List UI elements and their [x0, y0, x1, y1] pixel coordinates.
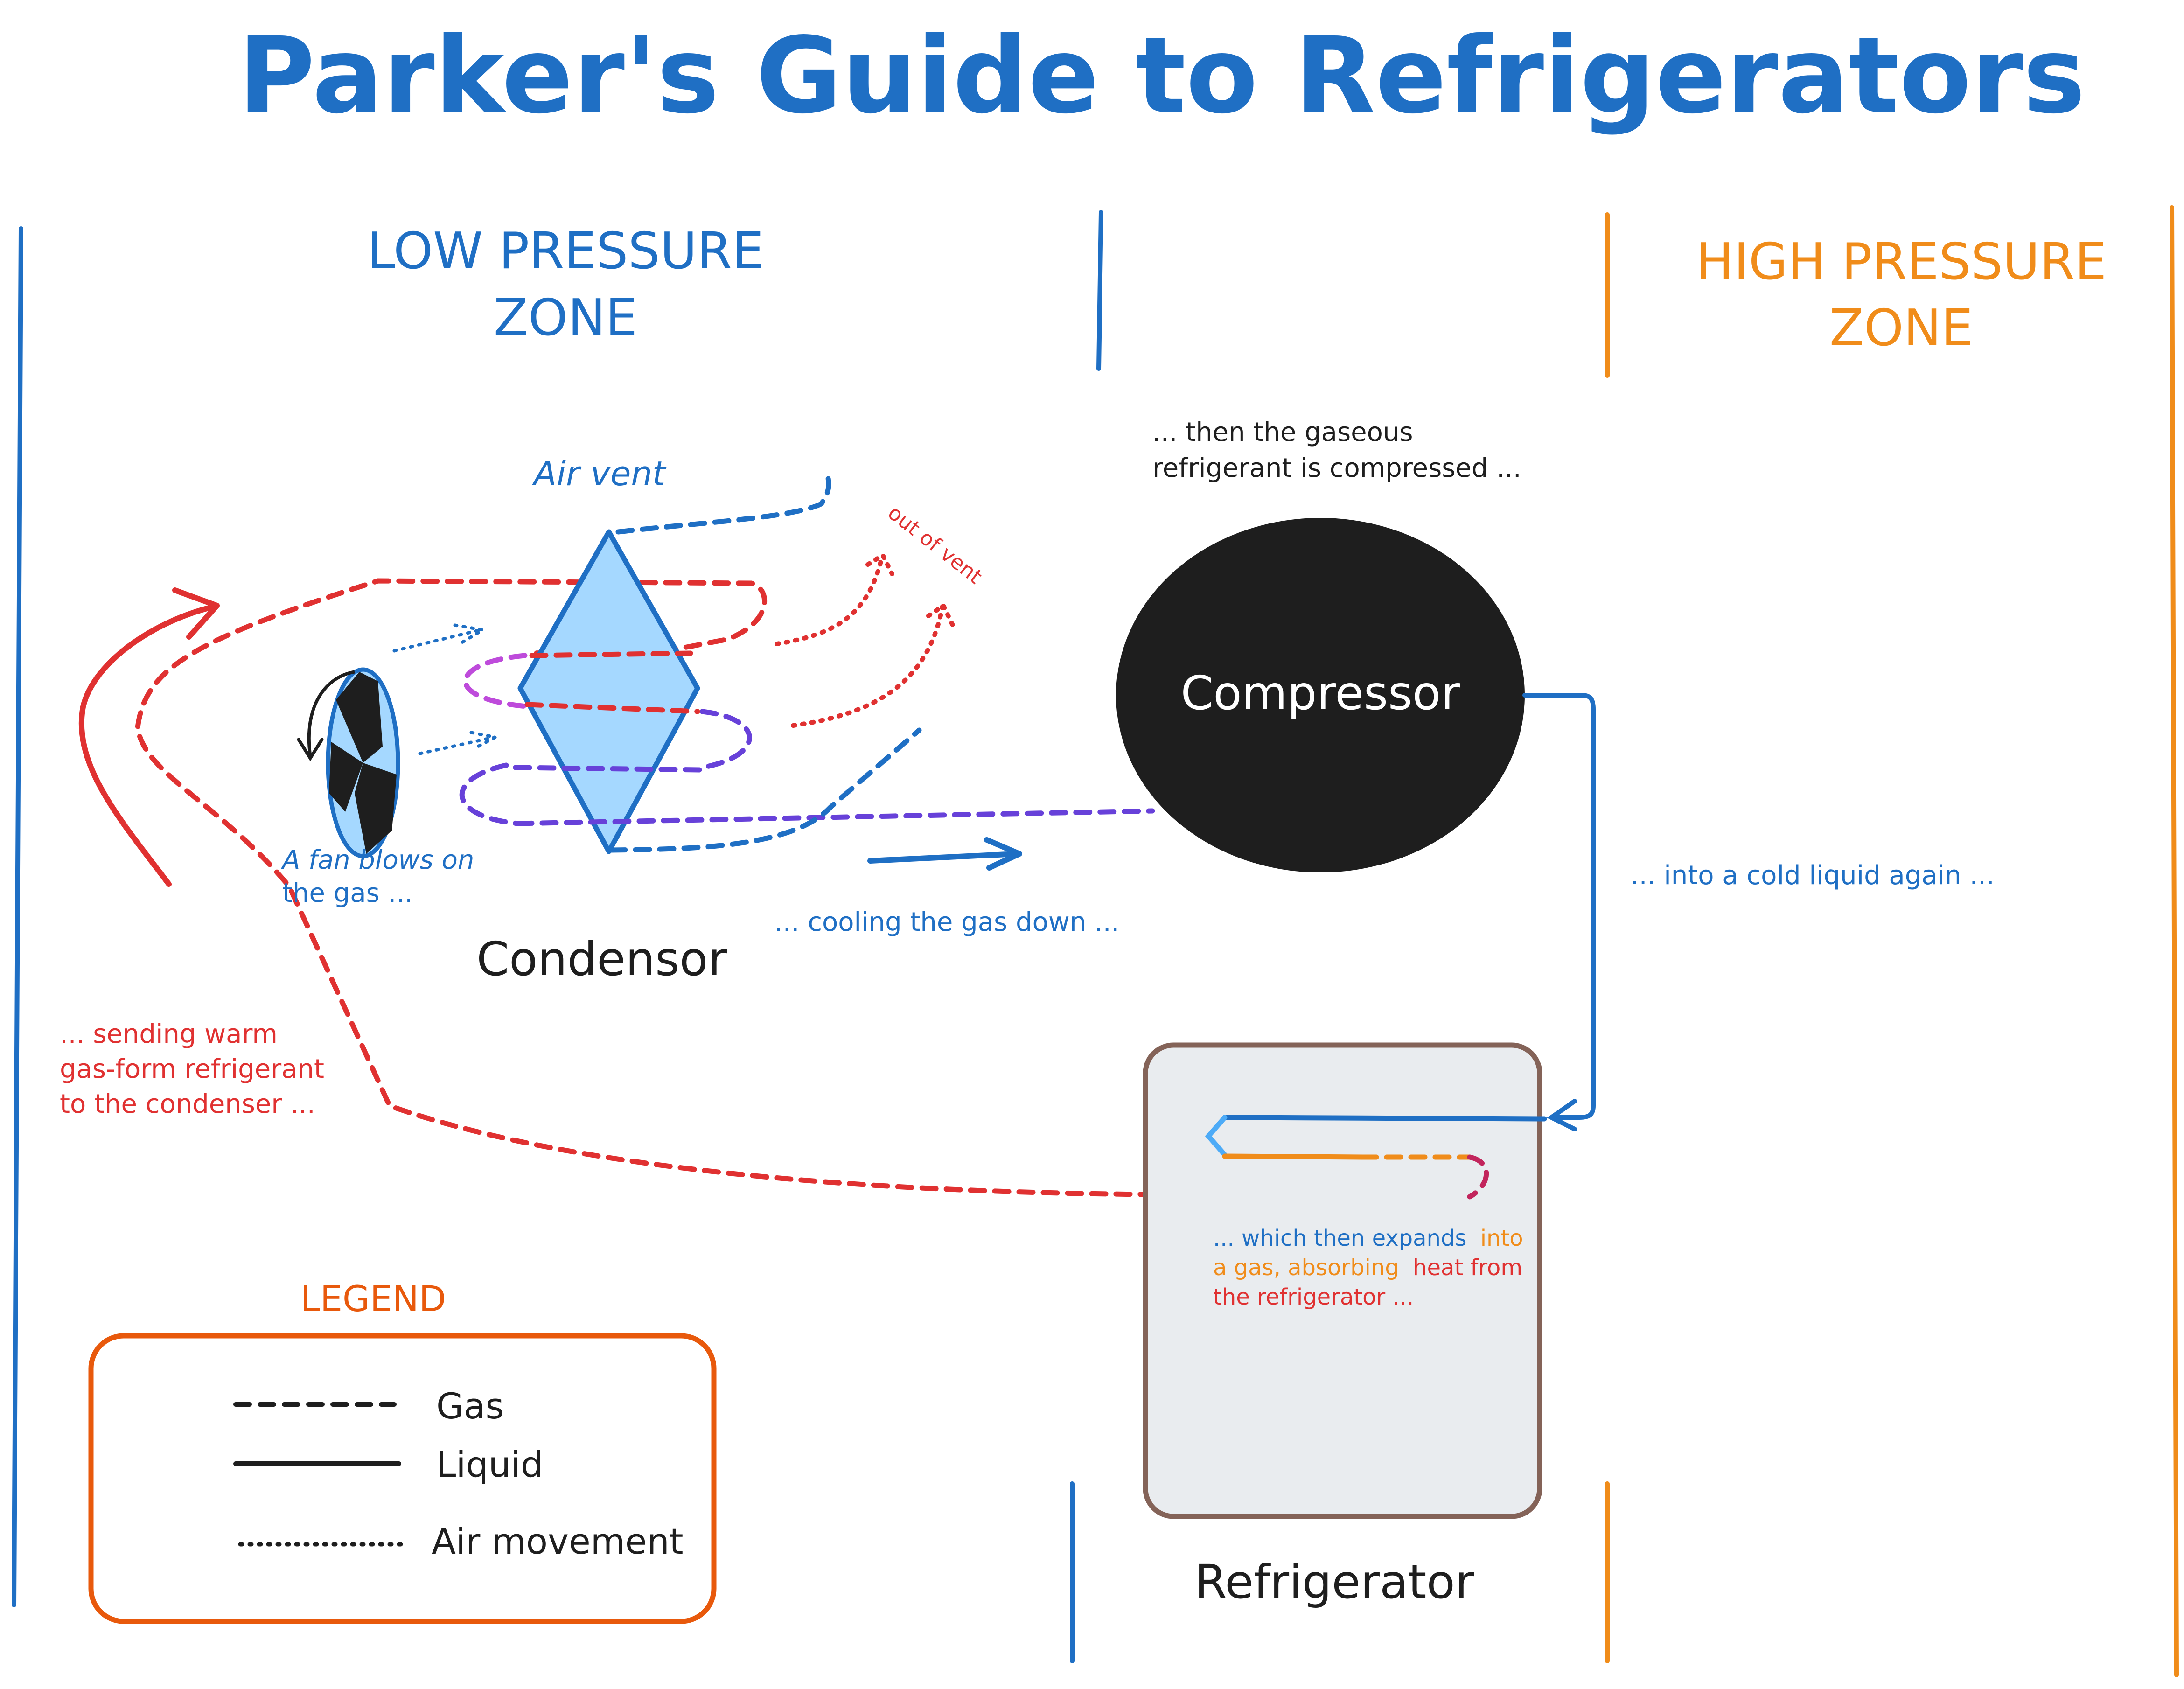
high-pressure-line1: HIGH PRESSURE: [1696, 233, 2107, 291]
compressor-shape: [1116, 518, 1525, 872]
legend-air-label: Air movement: [432, 1521, 684, 1562]
expands-b: into: [1480, 1225, 1523, 1251]
legend-labels: Gas Liquid Air movement: [432, 1385, 684, 1562]
fan-blade-left: [329, 742, 363, 812]
out-of-vent-label: out of vent: [883, 501, 986, 588]
low-pressure-line2: ZONE: [494, 289, 637, 347]
coil-purple-lower: [459, 762, 521, 826]
low-pressure-line1: LOW PRESSURE: [367, 222, 764, 280]
sending-line2: gas-form refrigerant: [60, 1054, 324, 1084]
condensor-label: Condensor: [476, 932, 727, 986]
cooling-arrow: [867, 837, 1022, 871]
condenser-top-gas: [615, 475, 831, 535]
liquid-line-arrowhead: [1547, 1099, 1577, 1131]
right-boundary-line: [2170, 205, 2179, 1677]
cooling-label: ... cooling the gas down ...: [775, 907, 1119, 937]
low-pressure-heading: LOW PRESSURE ZONE: [367, 222, 764, 347]
expands-d: heat from: [1413, 1255, 1522, 1281]
compressed-desc-line1: ... then the gaseous: [1152, 417, 1413, 447]
expands-line2: a gas, absorbing heat from: [1213, 1255, 1522, 1281]
coil-magenta: [463, 653, 535, 710]
cold-liquid-label: ... into a cold liquid again ...: [1631, 860, 1995, 891]
compressed-description: ... then the gaseous refrigerant is comp…: [1152, 417, 1521, 483]
fan-description: A fan blows on the gas ...: [281, 845, 474, 908]
high-pressure-line2: ZONE: [1829, 299, 1973, 357]
refrigerator-description: ... which then expands into a gas, absor…: [1213, 1225, 1523, 1310]
legend-gas-label: Gas: [436, 1385, 504, 1427]
air-out-of-vent: [775, 551, 955, 728]
low-zone-divider-top: [1096, 210, 1103, 371]
legend-box: [88, 1333, 717, 1624]
zone-dividers: [12, 205, 2179, 1677]
air-vent-label: Air vent: [532, 454, 667, 493]
condenser-bottom-gas: [608, 727, 922, 853]
fan-desc-line1: A fan blows on: [281, 845, 474, 875]
condensor-shape: [517, 529, 700, 854]
fan: [297, 667, 400, 858]
compressor-label: Compressor: [1181, 666, 1461, 720]
refrigerator-coil: [1205, 1115, 1547, 1200]
left-boundary-line: [12, 226, 23, 1607]
liquid-line: [1522, 693, 1596, 1120]
page-title: Parker's Guide to Refrigerators: [238, 15, 2086, 137]
sending-line1: ... sending warm: [60, 1019, 278, 1049]
sending-description: ... sending warm gas-form refrigerant to…: [60, 1019, 324, 1119]
legend-liquid-label: Liquid: [436, 1444, 543, 1485]
expands-line3: the refrigerator ...: [1213, 1284, 1414, 1310]
warm-gas-path: [135, 578, 1472, 1200]
legend-title: LEGEND: [300, 1278, 447, 1319]
fan-blade-lower: [355, 763, 397, 854]
expands-line1: ... which then expands into: [1213, 1225, 1523, 1251]
flow-arrow-to-condenser: [78, 587, 220, 887]
condenser-coils-front: [513, 650, 1155, 826]
compressed-desc-line2: refrigerant is compressed ...: [1152, 453, 1521, 483]
fan-rotation-arrow: [307, 670, 355, 756]
fan-airflow: [392, 623, 501, 755]
high-pressure-heading: HIGH PRESSURE ZONE: [1696, 233, 2107, 357]
sending-line3: to the condenser ...: [60, 1089, 315, 1119]
refrigerator-box: [1143, 1042, 1542, 1519]
expands-c: a gas, absorbing: [1213, 1255, 1399, 1281]
fan-blade-upper: [336, 672, 383, 763]
legend-items: [233, 1402, 411, 1547]
coil-purple-upper: [699, 709, 752, 770]
fan-desc-line2: the gas ...: [282, 878, 413, 908]
expands-a: ... which then expands: [1213, 1225, 1466, 1251]
refrigerator-label: Refrigerator: [1194, 1555, 1474, 1609]
